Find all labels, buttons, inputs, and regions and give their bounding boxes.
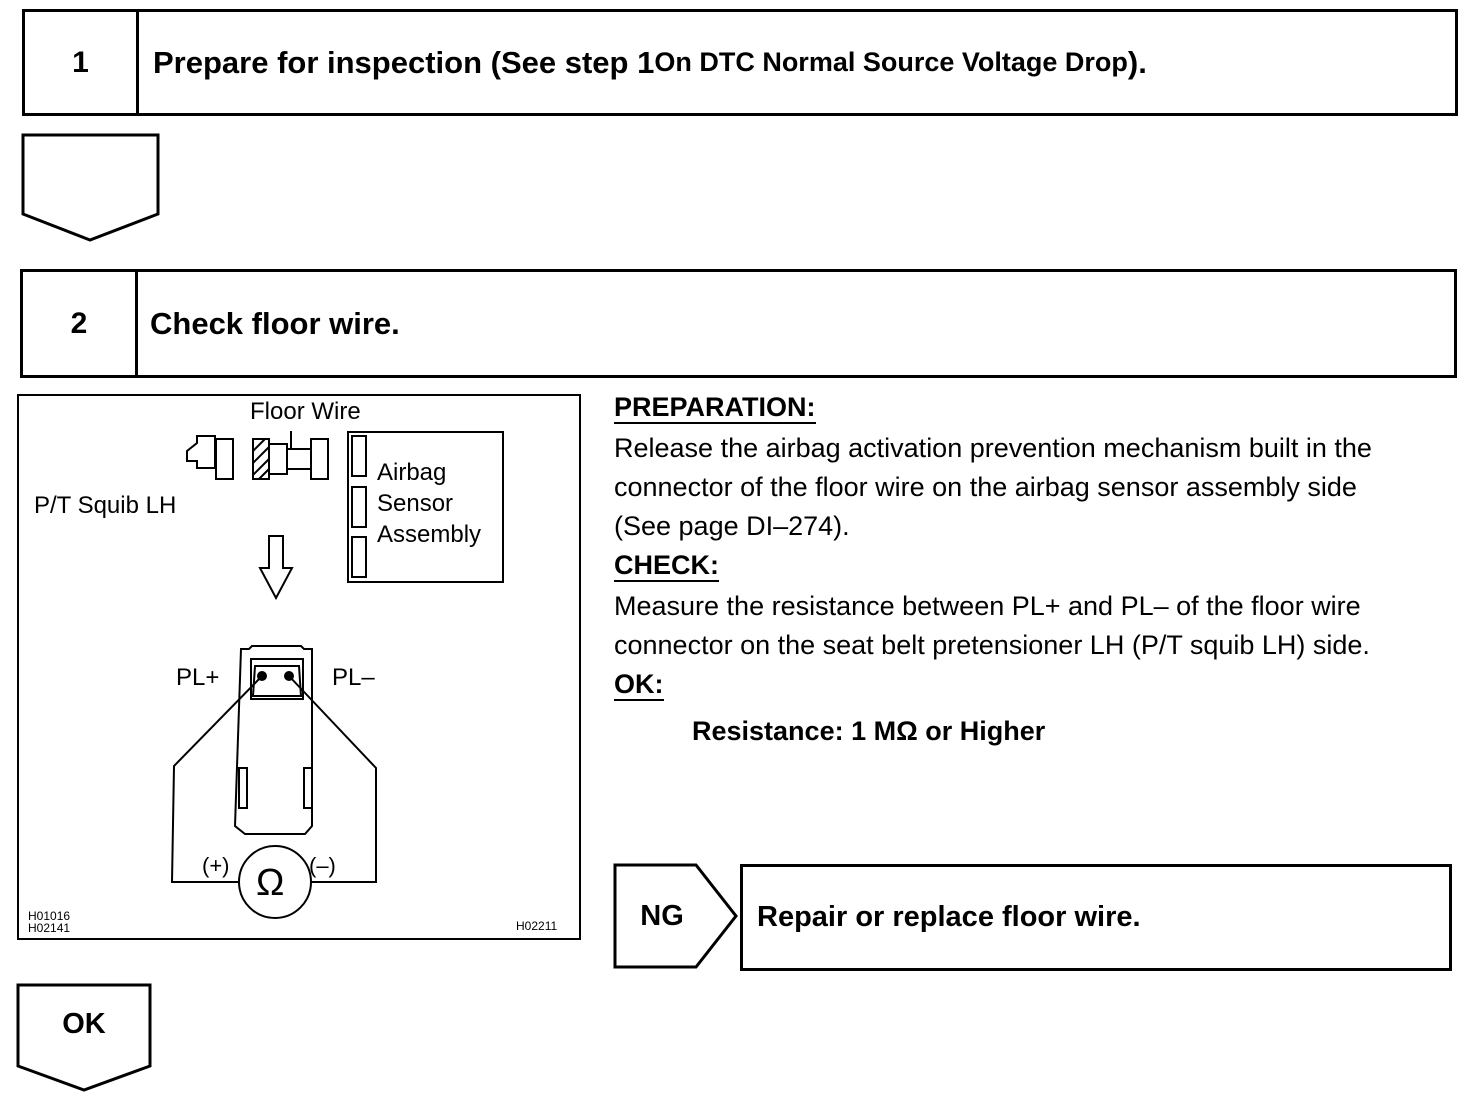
preparation-line-1: Release the airbag activation prevention… — [614, 433, 1372, 463]
ng-arrow — [613, 863, 738, 969]
step-1-title-small: On DTC Normal Source Voltage Drop — [654, 47, 1128, 77]
preparation-line-2: connector of the floor wire on the airba… — [614, 472, 1357, 502]
down-arrow-icon — [258, 535, 294, 601]
step-1-title: Prepare for inspection (See step 1 On DT… — [153, 12, 1147, 113]
instructions: PREPARATION: Release the airbag activati… — [614, 388, 1464, 751]
label-sensor: Sensor — [377, 490, 454, 517]
step-2-title: Check floor wire. — [150, 305, 400, 341]
step-1-box: 1 Prepare for inspection (See step 1 On … — [22, 9, 1458, 116]
figure-code-1: H01016 — [28, 909, 71, 923]
diagram-drawing — [170, 431, 504, 919]
figure-code-3: H02211 — [516, 919, 558, 933]
label-pl-minus: PL– — [332, 664, 375, 691]
check-line-1: Measure the resistance between PL+ and P… — [614, 591, 1361, 621]
ok-heading: OK: — [614, 669, 664, 701]
label-pl-plus: PL+ — [176, 664, 220, 691]
connector-face-icon — [233, 645, 313, 835]
step-1-number: 1 — [25, 12, 139, 113]
ng-label: NG — [640, 899, 684, 932]
ng-action-box: Repair or replace floor wire. — [740, 864, 1452, 971]
preparation-line-3: (See page DI–274). — [614, 511, 850, 541]
step-2-box: 2 Check floor wire. — [20, 269, 1457, 378]
label-probe-minus: (–) — [309, 853, 336, 878]
continue-arrow-1 — [21, 133, 160, 242]
ok-value: Resistance: 1 MΩ or Higher — [692, 716, 1046, 746]
squib-connector-icon — [186, 435, 216, 469]
step-1-title-main: Prepare for inspection (See step 1 — [153, 44, 655, 80]
step-1-title-end: ). — [1127, 44, 1147, 80]
ng-action-text: Repair or replace floor wire. — [757, 901, 1141, 933]
figure-code-2: H02141 — [28, 921, 71, 935]
label-airbag: Airbag — [377, 459, 447, 486]
floor-wire-diagram: Floor Wire P/T Squib LH Airbag Sensor As… — [17, 394, 581, 940]
check-line-2: connector on the seat belt pretensioner … — [614, 630, 1370, 660]
step-2-number: 2 — [23, 272, 138, 375]
check-heading: CHECK: — [614, 550, 719, 582]
label-probe-plus: (+) — [202, 853, 230, 878]
airbag-sensor-assembly-icon — [347, 431, 504, 583]
label-floor-wire: Floor Wire — [250, 398, 361, 425]
label-squib-lh: P/T Squib LH — [34, 492, 177, 519]
preparation-heading: PREPARATION: — [614, 392, 816, 424]
ok-arrow — [16, 983, 152, 1092]
ok-label: OK — [62, 1007, 106, 1040]
label-assembly: Assembly — [377, 521, 482, 548]
ohm-symbol: Ω — [256, 862, 285, 904]
